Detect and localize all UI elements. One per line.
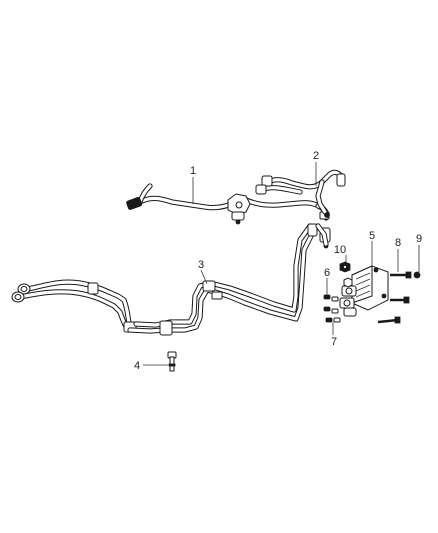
callout-labels: 1 2 3 4 5 6 7 8 9 10 [134,150,422,372]
callout-4: 4 [134,360,140,372]
bolt-part-9 [413,271,421,279]
bolts-part-8 [377,271,412,324]
callout-6: 6 [324,267,330,279]
callout-9: 9 [416,233,422,245]
callout-7: 7 [331,336,337,348]
callout-5: 5 [369,230,375,242]
seals-part-6-7 [323,294,341,323]
callout-8: 8 [395,237,401,249]
callout-2: 2 [313,150,319,162]
cooler-lines-main [11,223,331,336]
callout-3: 3 [198,259,204,271]
oil-cooler [339,265,389,317]
leader-3 [200,269,208,285]
bolt-part-4 [167,351,177,372]
fitting-part-10 [339,261,353,288]
callout-10: 10 [334,244,346,256]
cooler-hose-upper [255,169,346,218]
callout-1: 1 [190,165,196,177]
leader-lines [143,162,420,366]
